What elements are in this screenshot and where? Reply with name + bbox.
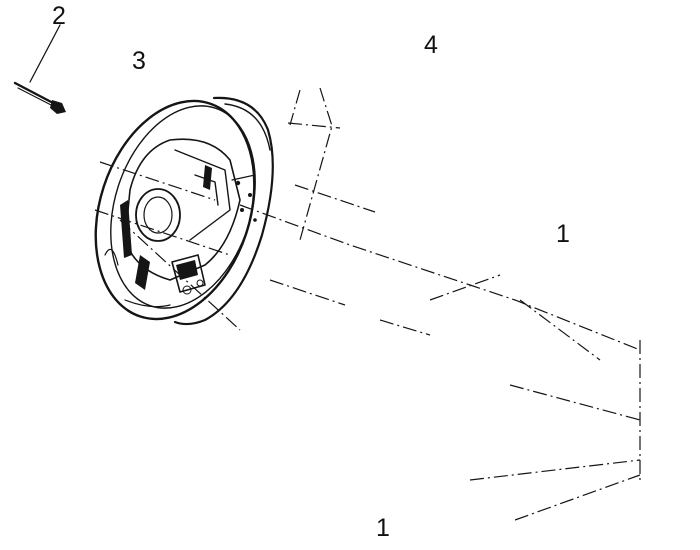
callout-3: 3 (132, 47, 146, 75)
callout-1-bottom: 1 (376, 514, 390, 542)
callout-4: 4 (424, 31, 438, 59)
bolt-2 (13, 24, 66, 114)
callout-1-top: 1 (556, 220, 570, 248)
alignment-lines (94, 87, 641, 521)
backing-plate (94, 96, 274, 326)
callout-2: 2 (52, 2, 66, 30)
